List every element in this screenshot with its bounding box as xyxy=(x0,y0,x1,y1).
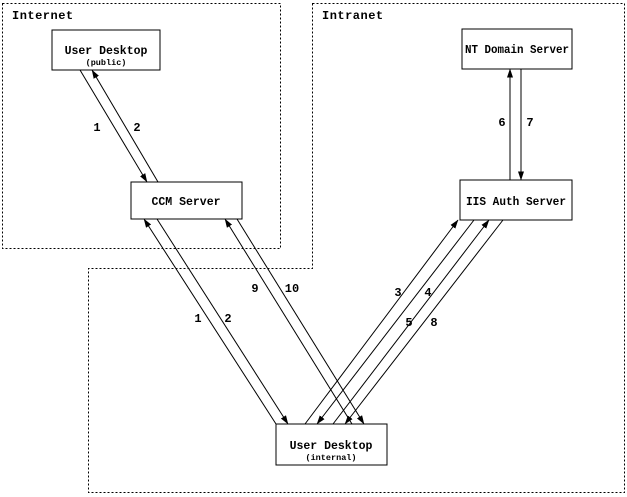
flow-label-1-lower: 1 xyxy=(194,312,201,326)
user-desktop-internal-box xyxy=(275,423,388,466)
flow-label-6: 6 xyxy=(498,116,505,130)
arrow-4-iis-to-internal-desktop xyxy=(316,219,475,425)
user-desktop-public-box xyxy=(51,29,161,71)
flow-label-8: 8 xyxy=(430,316,437,330)
arrow-9-internal-desktop-to-ccm xyxy=(224,218,353,425)
node-user-desktop-public: User Desktop (public) xyxy=(51,29,161,71)
arrow-8-iis-to-internal-desktop xyxy=(344,219,504,425)
ccm-server-box xyxy=(130,181,243,220)
flow-label-4: 4 xyxy=(424,286,431,300)
flow-label-5: 5 xyxy=(405,316,412,330)
node-iis-auth-server: IIS Auth Server xyxy=(459,179,573,221)
user-desktop-public-title: User Desktop xyxy=(65,45,148,58)
flow-label-7: 7 xyxy=(526,116,533,130)
flow-label-2-lower: 2 xyxy=(224,312,231,326)
user-desktop-internal-subtitle: (internal) xyxy=(305,453,356,463)
flow-label-10: 10 xyxy=(285,282,299,296)
node-nt-domain-server: NT Domain Server xyxy=(461,28,573,70)
arrow-2-ccm-to-public-desktop xyxy=(91,69,159,183)
nt-domain-server-box xyxy=(461,28,573,70)
iis-auth-server-box xyxy=(459,179,573,221)
intranet-zone-label: Intranet xyxy=(322,9,384,23)
ccm-server-title: CCM Server xyxy=(151,196,220,209)
arrow-1-public-desktop-to-ccm xyxy=(79,69,148,183)
nt-domain-server-title: NT Domain Server xyxy=(465,44,569,57)
arrow-5-internal-desktop-to-iis xyxy=(332,219,490,425)
flow-label-1-upper: 1 xyxy=(93,121,100,135)
user-desktop-public-subtitle: (public) xyxy=(86,58,127,68)
internet-zone-border xyxy=(2,3,281,249)
intranet-zone-border xyxy=(88,3,625,493)
arrow-1-internal-desktop-to-ccm xyxy=(143,218,277,425)
flow-label-3: 3 xyxy=(394,286,401,300)
internet-zone-label: Internet xyxy=(12,9,74,23)
node-ccm-server: CCM Server xyxy=(130,181,243,220)
iis-auth-server-title: IIS Auth Server xyxy=(466,196,566,209)
user-desktop-internal-title: User Desktop xyxy=(290,440,373,453)
flow-label-2-upper: 2 xyxy=(133,121,140,135)
node-user-desktop-internal: User Desktop (internal) xyxy=(275,423,388,466)
arrow-2-ccm-to-internal-desktop xyxy=(156,218,289,425)
arrow-3-internal-desktop-to-iis xyxy=(304,219,459,425)
flow-label-9: 9 xyxy=(251,282,258,296)
